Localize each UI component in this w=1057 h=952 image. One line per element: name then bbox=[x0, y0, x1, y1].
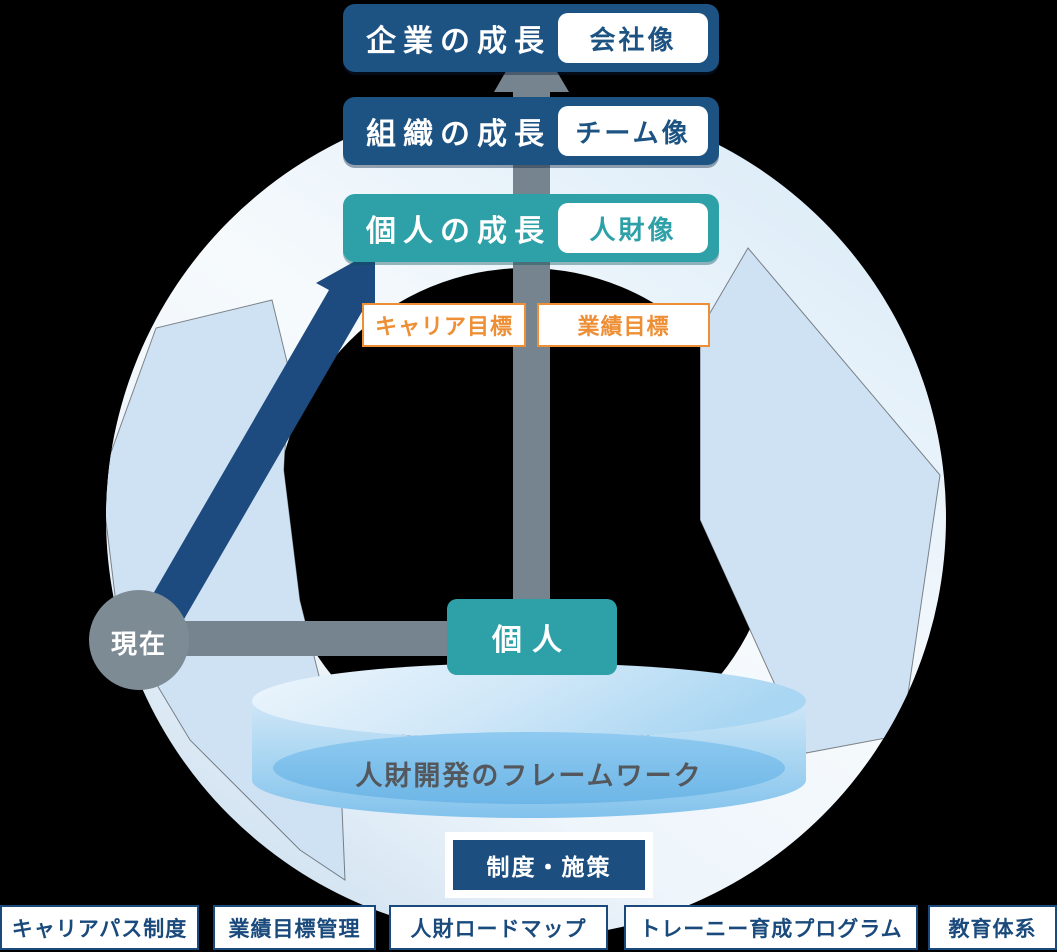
company-image-badge: 会社像 bbox=[558, 13, 708, 63]
measures-label: 制度・施策 bbox=[453, 840, 645, 890]
company-growth-box: 企業の成長 会社像 bbox=[343, 4, 719, 72]
framework-platform-label: 人財開発のフレームワーク bbox=[355, 761, 703, 791]
growth-arrow bbox=[131, 250, 375, 652]
present-node-circle bbox=[89, 590, 189, 690]
cylinder-inner-surface bbox=[273, 732, 785, 804]
present-node-label: 現在 bbox=[110, 629, 167, 659]
program-education-system: 教育体系 bbox=[928, 905, 1057, 950]
organization-growth-box: 組織の成長 チーム像 bbox=[343, 97, 719, 165]
individual-growth-label: 個人の成長 bbox=[366, 215, 551, 248]
program-performance-management: 業績目標管理 bbox=[213, 905, 376, 950]
career-goal-tag: キャリア目標 bbox=[362, 303, 526, 347]
measures-box: 制度・施策 bbox=[445, 832, 653, 898]
team-image-badge: チーム像 bbox=[558, 106, 708, 156]
cylinder-top bbox=[252, 663, 806, 739]
program-career-path: キャリアパス制度 bbox=[0, 905, 199, 950]
program-trainee-development: トレーニー育成プログラム bbox=[624, 905, 918, 950]
individual-node-box: 個人 bbox=[447, 599, 617, 675]
individual-growth-box: 個人の成長 人財像 bbox=[343, 194, 719, 262]
talent-image-badge: 人財像 bbox=[558, 203, 708, 253]
performance-goal-tag: 業績目標 bbox=[537, 303, 710, 347]
vertical-arrow bbox=[494, 28, 569, 640]
program-talent-roadmap: 人財ロードマップ bbox=[389, 905, 608, 950]
organization-growth-label: 組織の成長 bbox=[366, 118, 551, 151]
company-growth-label: 企業の成長 bbox=[366, 25, 551, 58]
